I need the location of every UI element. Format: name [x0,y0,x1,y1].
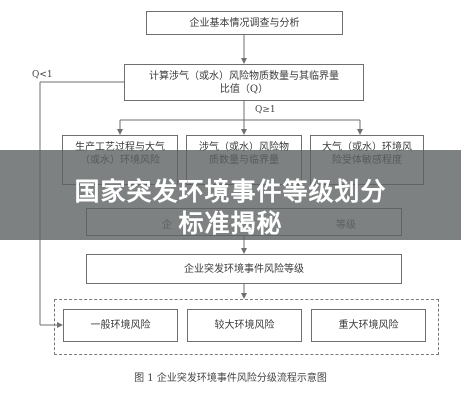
label-q-lt-1: Q<1 [32,70,53,80]
figure-caption: 图 1 企业突发环境事件风险分级流程示意图 [134,373,327,384]
risk-class-group [54,299,439,355]
node-major-risk: 重大环境风险 [311,309,426,342]
node-risk-level: 企业突发环境事件风险等级 [86,254,402,284]
node-general-risk: 一般环境风险 [63,309,178,342]
label-q-ge-1: Q≥1 [255,105,276,115]
node-calc-q: 计算涉气（或水）风险物质数量与其临界量比值（Q） [124,64,364,101]
banner-title-line1: 国家突发环境事件等级划分 [74,177,387,206]
title-banner: 国家突发环境事件等级划分 标准揭秘 [0,150,461,240]
banner-title-line2: 标准揭秘 [178,209,283,238]
node-enterprise-survey: 企业基本情况调查与分析 [146,11,343,35]
node-larger-risk: 较大环境风险 [187,309,302,342]
